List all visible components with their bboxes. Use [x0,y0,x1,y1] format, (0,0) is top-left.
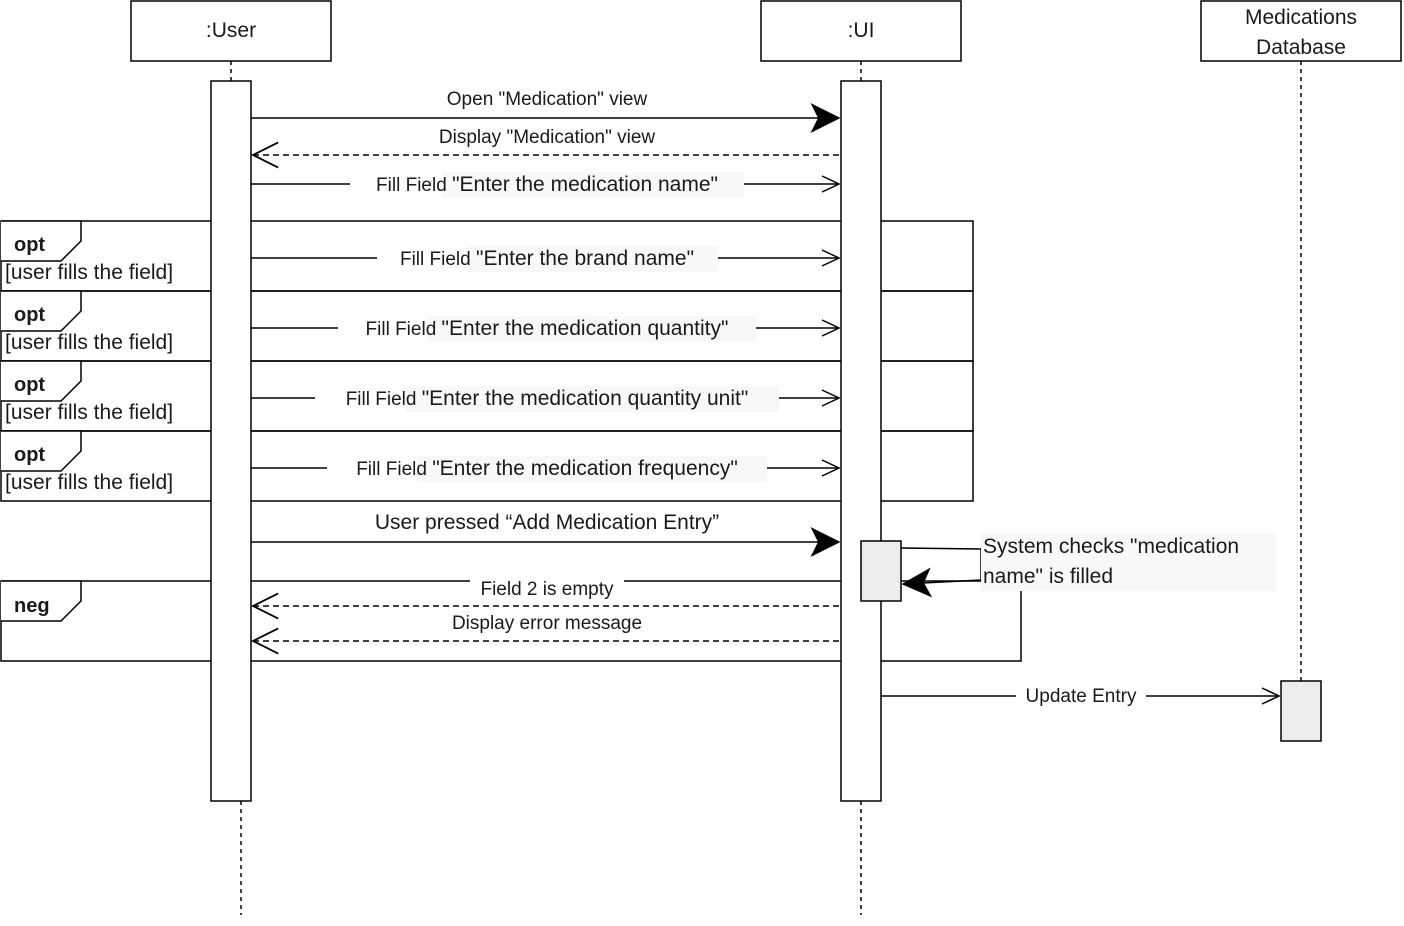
message-system-checks-medication-name: System checks "medication name" is fille… [900,533,1276,598]
field-name: "Enter the medication name" [452,173,718,196]
message-display-error-message-label: Display error message [452,613,642,634]
message-display-medication-view-label: Display "Medication" view [439,127,656,148]
message-display-medication-view: Display "Medication" view [253,127,839,155]
opt-fragment-1-tag: opt [14,234,45,256]
message-fill-medication-name-label: Fill Field "Enter the medication name" [376,173,718,196]
activation-db [1280,680,1322,742]
message-fill-medication-frequency-label: Fill Field "Enter the medication frequen… [356,457,738,480]
activation-ui-self-check [860,540,902,602]
participant-db-label-line1: Medications [1245,6,1357,29]
opt-fragment-4-guard: [user fills the field] [5,471,173,494]
message-fill-medication-quantity-unit-label: Fill Field "Enter the medication quantit… [346,387,749,410]
message-fill-medication-quantity: Fill Field "Enter the medication quantit… [251,316,839,342]
fill-field-prefix: Fill Field [400,249,476,270]
message-update-entry: Update Entry [881,684,1279,708]
field-name: "Enter the medication frequency" [432,457,738,480]
opt-fragment-4: opt [user fills the field] [0,430,974,502]
opt-fragment-3-guard: [user fills the field] [5,401,173,424]
message-field-2-is-empty-label: Field 2 is empty [480,579,614,600]
message-fill-medication-quantity-unit: Fill Field "Enter the medication quantit… [251,386,839,412]
opt-fragment-4-tag: opt [14,444,45,466]
message-open-medication-view-label: Open "Medication" view [447,89,648,110]
opt-fragment-2-guard: [user fills the field] [5,331,173,354]
message-update-entry-label: Update Entry [1026,686,1137,707]
field-name: "Enter the medication quantity unit" [422,387,749,410]
fill-field-prefix: Fill Field [366,319,442,340]
message-fill-medication-frequency: Fill Field "Enter the medication frequen… [251,456,839,482]
message-fill-medication-quantity-label: Fill Field "Enter the medication quantit… [366,317,729,340]
participant-user-label: :User [206,19,256,42]
neg-fragment-tag: neg [14,595,50,617]
opt-fragment-2-tag: opt [14,304,45,326]
field-name: "Enter the medication quantity" [442,317,729,340]
participant-ui-label: :UI [848,19,875,42]
participant-user: :User [130,0,332,62]
message-system-checks-label-line2: name" is filled [983,565,1113,588]
message-system-checks-label-line1: System checks "medication [983,535,1239,558]
fill-field-prefix: Fill Field [376,175,452,196]
fill-field-prefix: Fill Field [356,459,432,480]
message-fill-medication-name: Fill Field "Enter the medication name" [251,172,839,198]
message-field-2-is-empty: Field 2 is empty [253,577,839,606]
fill-field-prefix: Fill Field [346,389,422,410]
opt-fragment-1-guard: [user fills the field] [5,261,173,284]
participant-ui: :UI [760,0,962,62]
message-open-medication-view: Open "Medication" view [251,89,841,133]
message-add-medication-entry-label: User pressed “Add Medication Entry” [375,511,719,534]
activation-user [210,80,252,802]
opt-fragment-3-tag: opt [14,374,45,396]
message-add-medication-entry: User pressed “Add Medication Entry” [251,511,841,557]
message-fill-brand-name-label: Fill Field "Enter the brand name" [400,247,694,270]
participant-db-label-line2: Database [1256,36,1346,59]
message-fill-brand-name: Fill Field "Enter the brand name" [251,246,839,272]
field-name: "Enter the brand name" [476,247,694,270]
participant-medications-database: Medications Database [1200,0,1402,62]
message-display-error-message: Display error message [253,613,839,641]
activation-ui [840,80,882,802]
